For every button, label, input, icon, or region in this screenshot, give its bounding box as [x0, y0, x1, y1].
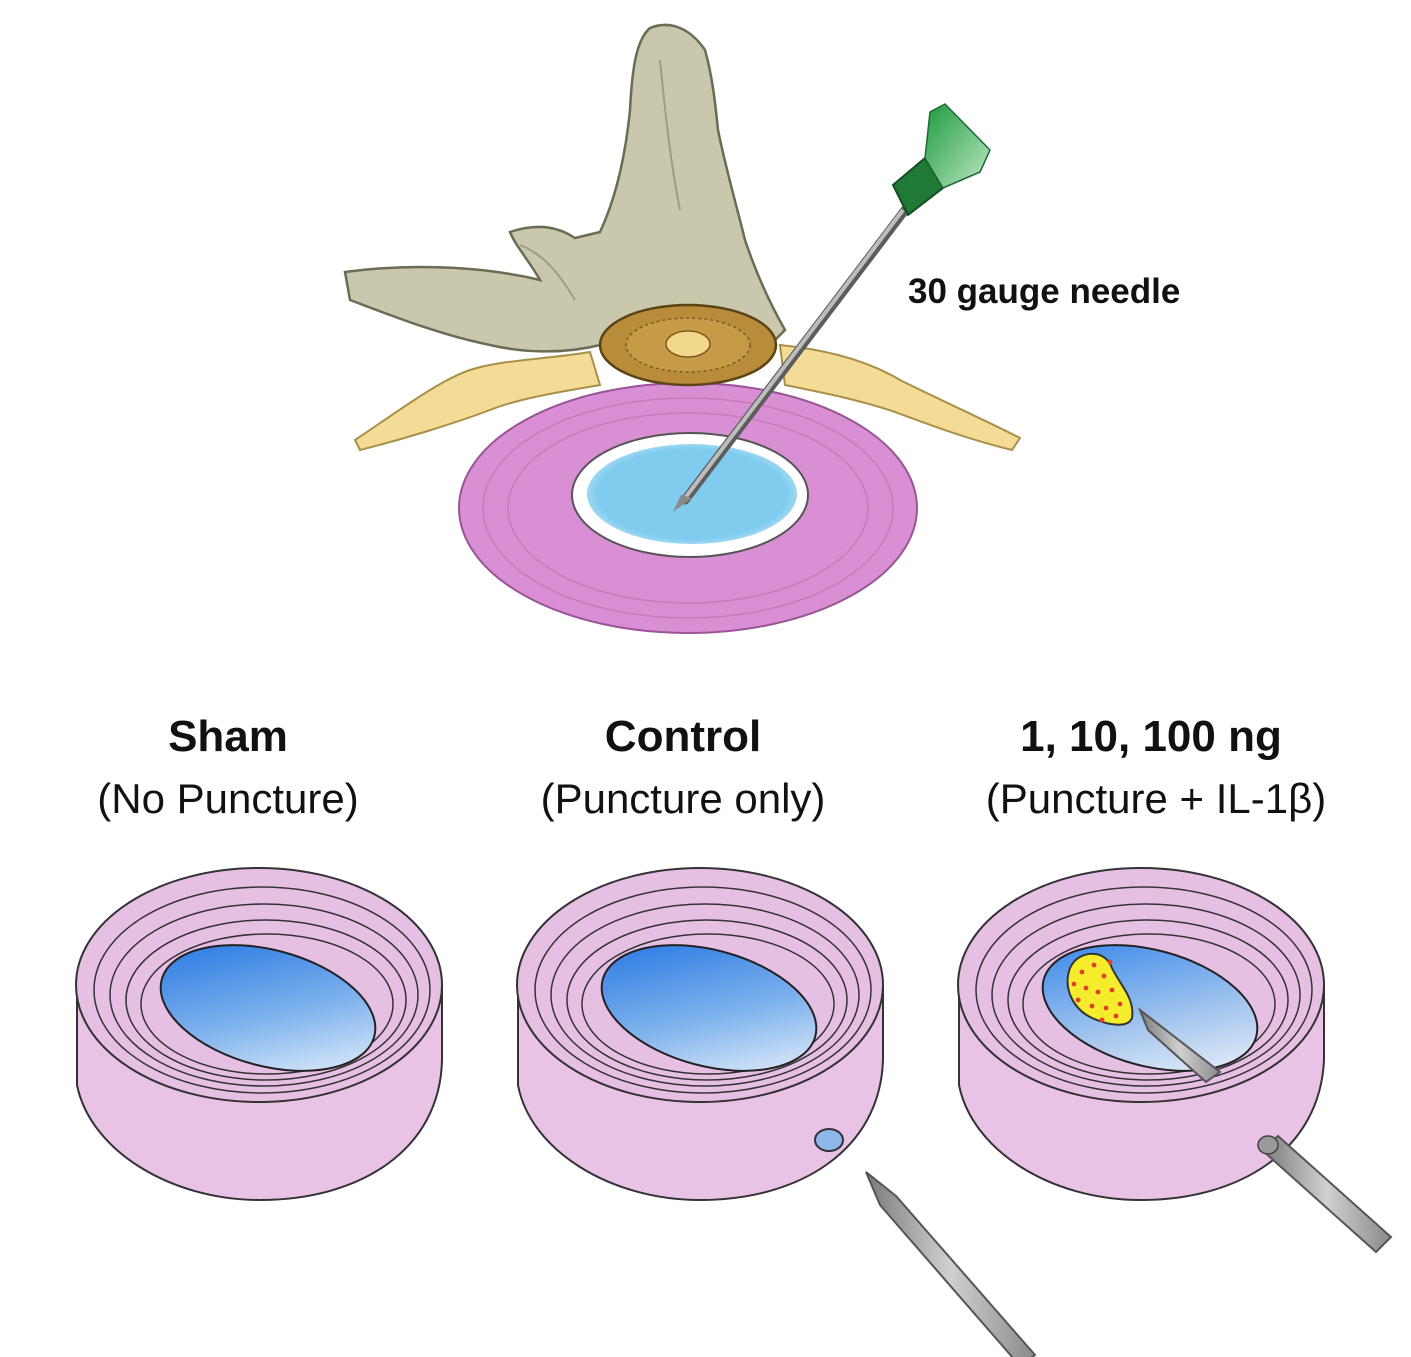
inserted-needle-shaft — [1260, 1134, 1393, 1254]
withdrawn-needle — [865, 1171, 1037, 1357]
group-title-il1b: 1, 10, 100 ng — [1020, 712, 1282, 761]
lamella-ring — [140, 933, 394, 1075]
group-subtitle-il1b: (Puncture + IL-1β) — [985, 775, 1327, 822]
nerve-root-right — [778, 343, 1022, 452]
vertebra-shading — [519, 59, 681, 301]
lamella-ring — [581, 933, 835, 1075]
lamella-ring — [975, 886, 1313, 1094]
lamella-ring — [550, 903, 860, 1087]
lamella-ring — [1022, 933, 1276, 1075]
puncture-hole — [814, 1128, 844, 1152]
nucleus-pulposus — [600, 944, 818, 1072]
lamella-ring — [991, 903, 1301, 1087]
disc-control — [516, 867, 1037, 1357]
group-title-control: Control — [604, 712, 762, 761]
vertebra-bone — [343, 23, 787, 353]
lamella-ring — [534, 886, 872, 1094]
inserted-needle-tip — [1137, 1006, 1222, 1084]
group-subtitle-sham: (No Puncture) — [97, 775, 359, 822]
needle-label: 30 gauge needle — [908, 272, 1181, 311]
needle-entry-point — [1257, 1135, 1279, 1155]
disc-il1b — [957, 867, 1393, 1254]
annulus-ring-line — [482, 397, 894, 619]
nerve-root-left — [353, 350, 602, 452]
needle-tip-top — [673, 495, 692, 512]
central-canal — [665, 330, 711, 358]
lamella-ring — [125, 919, 407, 1081]
group-title-sham: Sham — [168, 712, 288, 761]
il1b-dots — [1071, 959, 1123, 1023]
lamella-ring — [93, 886, 431, 1094]
nucleus-pulposus — [159, 944, 377, 1072]
needle-hub — [924, 103, 991, 189]
needle-shaft-highlight — [683, 208, 905, 500]
group-subtitle-control: (Puncture only) — [540, 775, 826, 822]
vertebra-illustration — [343, 23, 1022, 634]
lamella-ring — [1007, 919, 1289, 1081]
disc-sham — [75, 867, 443, 1202]
annulus-ring-line — [507, 412, 869, 604]
lamella-ring — [109, 903, 419, 1087]
lamella-ring — [566, 919, 848, 1081]
